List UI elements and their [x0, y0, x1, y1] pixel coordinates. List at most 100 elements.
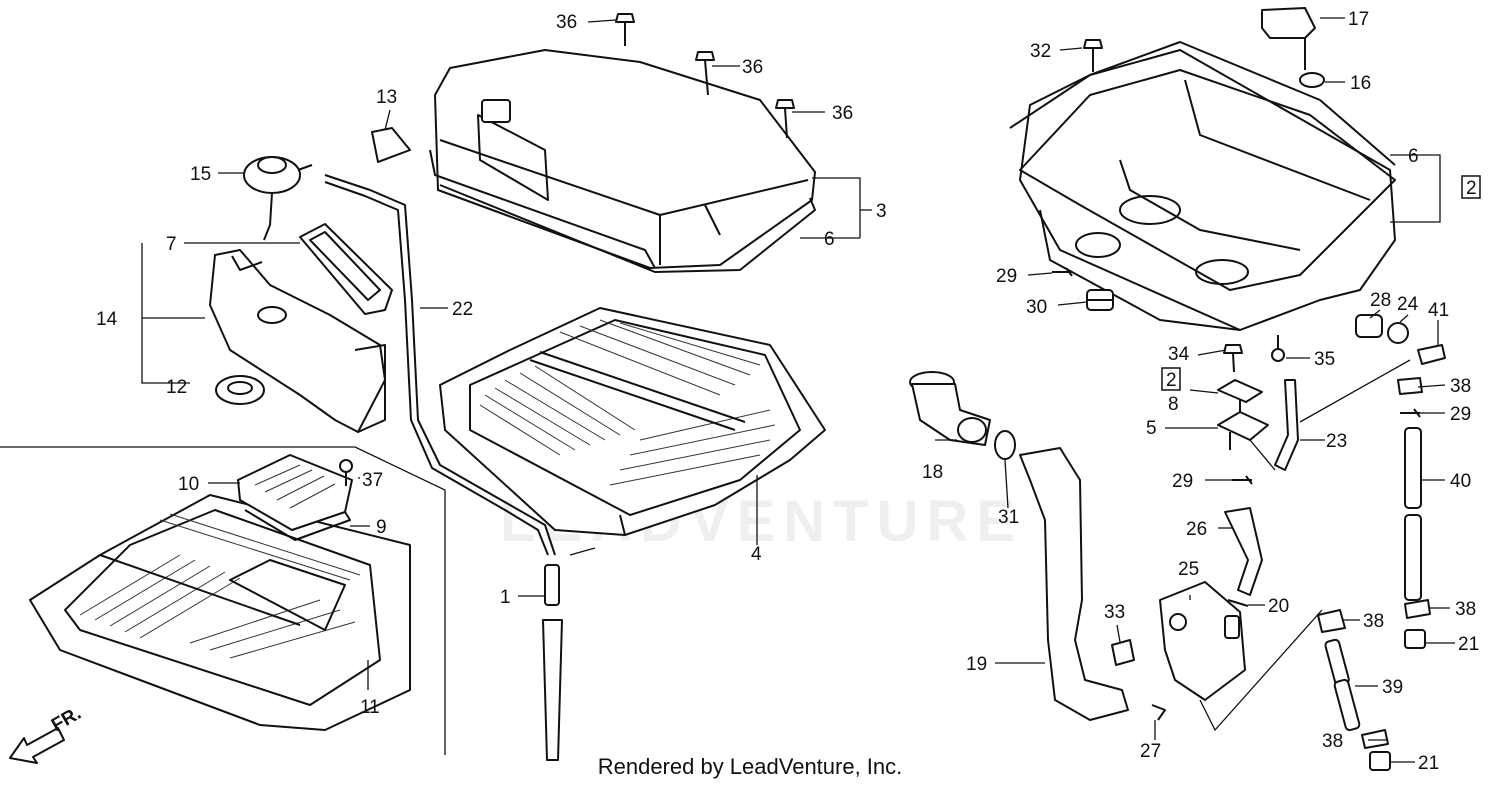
- callout-29-upper: 29: [996, 266, 1017, 287]
- callout-15: 15: [190, 164, 211, 185]
- callout-35: 35: [1314, 349, 1335, 370]
- plug-21-lower[interactable]: [1369, 751, 1391, 771]
- clip-27[interactable]: [1151, 704, 1166, 721]
- callout-36-top: 36: [556, 12, 577, 33]
- callout-6-case: 6: [1408, 146, 1419, 167]
- breather-hose[interactable]: [324, 174, 556, 556]
- tube-40[interactable]: [1404, 427, 1422, 601]
- callout-38-bottom: 38: [1322, 731, 1343, 752]
- callout-4: 4: [751, 544, 762, 565]
- credit-text: Rendered by LeadVenture, Inc.: [597, 754, 903, 779]
- callout-36-middle: 36: [742, 57, 763, 78]
- grommet-12[interactable]: [215, 375, 265, 405]
- callout-17: 17: [1348, 9, 1369, 30]
- duct-seal[interactable]: [299, 223, 393, 315]
- clamp-38-bottom[interactable]: [1361, 729, 1389, 749]
- sensor-17[interactable]: [1261, 7, 1316, 70]
- tube-39[interactable]: [1324, 638, 1361, 732]
- callout-2-left: 2: [1166, 370, 1177, 391]
- callout-1: 1: [500, 587, 511, 608]
- screw-34[interactable]: [1223, 344, 1243, 373]
- sub-filter-10[interactable]: [237, 454, 353, 531]
- clip-20[interactable]: [1227, 599, 1249, 607]
- callout-39: 39: [1382, 677, 1403, 698]
- inlet-tube-18[interactable]: [909, 371, 991, 446]
- callout-29-middle: 29: [1172, 471, 1193, 492]
- clamp-38-lower[interactable]: [1317, 609, 1346, 633]
- clamp-31[interactable]: [994, 430, 1016, 460]
- callout-23: 23: [1326, 431, 1347, 452]
- callout-11: 11: [360, 697, 380, 718]
- callout-34: 34: [1168, 344, 1190, 365]
- filter-element-11[interactable]: [29, 494, 411, 731]
- screw-36-top[interactable]: [615, 13, 635, 46]
- clip-29-upper[interactable]: [1052, 267, 1073, 277]
- air-duct[interactable]: [209, 249, 386, 433]
- clip-13[interactable]: [371, 127, 411, 163]
- callout-6-cover: 6: [824, 229, 835, 250]
- air-cleaner-case[interactable]: [1019, 49, 1396, 331]
- screw-36-middle[interactable]: [695, 51, 715, 96]
- callout-22: 22: [452, 299, 473, 320]
- grommet-30[interactable]: [1086, 289, 1114, 311]
- callout-19: 19: [966, 654, 987, 675]
- callout-16: 16: [1350, 73, 1371, 94]
- air-valve[interactable]: [243, 156, 313, 241]
- front-arrow-icon: [9, 727, 65, 764]
- grommet-28[interactable]: [1355, 314, 1383, 338]
- callout-8: 8: [1168, 394, 1179, 415]
- callout-38-top: 38: [1450, 376, 1471, 397]
- callout-37: 37: [362, 470, 383, 491]
- screw-36-right[interactable]: [775, 99, 795, 139]
- callout-38-lower: 38: [1363, 611, 1384, 632]
- callout-20: 20: [1268, 596, 1289, 617]
- callout-31: 31: [998, 507, 1019, 528]
- gasket-8[interactable]: [1217, 379, 1263, 403]
- hose-26[interactable]: [1224, 507, 1263, 596]
- inset-divider: [0, 446, 446, 755]
- long-hose-19[interactable]: [1019, 447, 1129, 721]
- hose-23[interactable]: [1274, 379, 1299, 471]
- callout-3: 3: [876, 201, 887, 222]
- leader-lines: [141, 17, 1455, 763]
- reservoir-25[interactable]: [1159, 581, 1246, 701]
- callout-18: 18: [922, 462, 943, 483]
- clamp-38-mid[interactable]: [1404, 599, 1431, 619]
- screw-37[interactable]: [339, 459, 353, 486]
- callout-32: 32: [1030, 41, 1051, 62]
- callout-2-box-left: [1161, 367, 1181, 391]
- callout-30: 30: [1026, 297, 1047, 318]
- callout-12: 12: [166, 377, 187, 398]
- air-cleaner-cover[interactable]: [429, 49, 816, 269]
- cover-gasket: [439, 184, 816, 273]
- drain-plug[interactable]: [542, 564, 563, 761]
- callout-7: 7: [166, 234, 177, 255]
- callout-9: 9: [376, 517, 387, 538]
- bolt-41[interactable]: [1417, 344, 1446, 365]
- callout-5: 5: [1146, 418, 1157, 439]
- screw-35[interactable]: [1271, 335, 1285, 362]
- callout-10: 10: [178, 474, 199, 495]
- bolt-33[interactable]: [1111, 639, 1135, 666]
- callout-33: 33: [1104, 602, 1125, 623]
- callout-28: 28: [1370, 290, 1391, 311]
- callout-21-upper: 21: [1458, 634, 1479, 655]
- callout-2-box-right: [1461, 175, 1481, 199]
- callout-21-lower: 21: [1418, 753, 1439, 774]
- bolt-32[interactable]: [1083, 39, 1103, 72]
- callout-26: 26: [1186, 519, 1207, 540]
- plug-24[interactable]: [1387, 322, 1409, 344]
- callout-29-right: 29: [1450, 404, 1471, 425]
- clip-29-right[interactable]: [1400, 408, 1421, 418]
- grommet-16[interactable]: [1299, 72, 1325, 88]
- plug-21-upper[interactable]: [1404, 629, 1426, 649]
- air-filter-element[interactable]: [439, 307, 826, 536]
- callout-25: 25: [1178, 559, 1199, 580]
- sensor-bracket-5[interactable]: [1217, 400, 1269, 450]
- clamp-38-top[interactable]: [1397, 377, 1423, 395]
- clip-29-middle[interactable]: [1232, 475, 1253, 485]
- callout-24: 24: [1397, 294, 1419, 315]
- sub-filter-seal-9[interactable]: [244, 509, 351, 541]
- callout-2-right: 2: [1466, 178, 1477, 199]
